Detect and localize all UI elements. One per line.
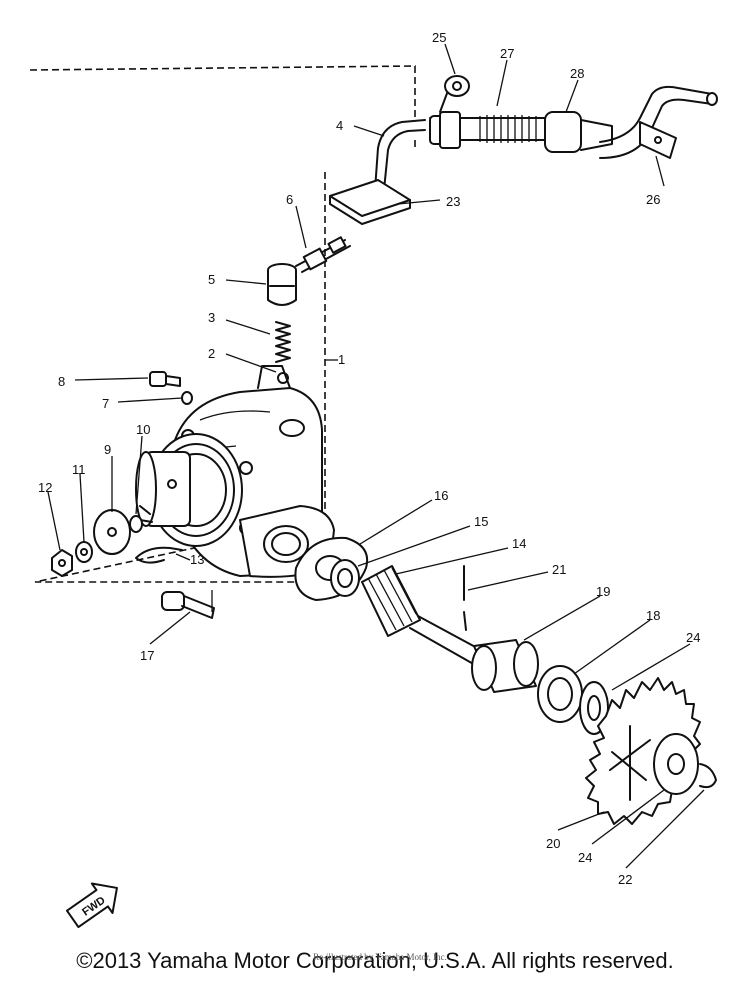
callout-13: 13 <box>190 552 204 567</box>
callout-14: 14 <box>512 536 526 551</box>
callout-11: 11 <box>72 462 86 477</box>
fwd-arrow-icon: FWD <box>65 882 118 929</box>
callout-22: 22 <box>618 872 632 887</box>
part-22-circlip <box>699 763 717 789</box>
watermark-text: Re-illustrated by Yamaha Motor, Inc. <box>313 952 447 962</box>
callout-17: 17 <box>140 648 154 663</box>
part-18-bearing <box>537 665 583 723</box>
callout-2: 2 <box>208 346 215 361</box>
part-8-screw <box>149 371 181 387</box>
callout-8: 8 <box>58 374 65 389</box>
callout-16: 16 <box>434 488 448 503</box>
callout-5: 5 <box>208 272 215 287</box>
part-3-spring <box>275 321 291 363</box>
part-26-pipe-bracket <box>599 85 718 159</box>
part-28-hose-clip <box>544 111 613 153</box>
part-24-washer-lower <box>653 733 699 795</box>
part-25-clamp <box>439 75 470 113</box>
part-11-washer <box>75 541 93 563</box>
callout-4: 4 <box>336 118 343 133</box>
callout-20: 20 <box>546 836 560 851</box>
callout-27: 27 <box>500 46 514 61</box>
callout-24-lower: 24 <box>578 850 592 865</box>
callout-9: 9 <box>104 442 111 457</box>
callout-24-upper: 24 <box>686 630 700 645</box>
part-13-clip <box>135 546 183 564</box>
callout-7: 7 <box>102 396 109 411</box>
callout-12: 12 <box>38 480 52 495</box>
callout-25: 25 <box>432 30 446 45</box>
part-6-banjo-bolt <box>295 236 351 273</box>
callout-10: 10 <box>136 422 150 437</box>
part-23-gasket <box>329 179 411 225</box>
callout-23: 23 <box>446 194 460 209</box>
part-15-oil-seal <box>330 559 360 597</box>
part-19-bushing <box>471 639 539 693</box>
callout-18: 18 <box>646 608 660 623</box>
leader-lines <box>47 43 705 869</box>
part-14-drive-shaft <box>361 565 493 671</box>
callout-21: 21 <box>552 562 566 577</box>
part-17-bolt <box>161 591 215 619</box>
part-27-oil-hose <box>429 111 546 149</box>
part-4-delivery-pipe <box>374 119 426 191</box>
part-21-pin <box>463 565 467 631</box>
callout-6: 6 <box>286 192 293 207</box>
copyright-notice: ©2013 Yamaha Motor Corporation, U.S.A. A… <box>76 948 674 973</box>
callout-3: 3 <box>208 310 215 325</box>
callout-1: 1 <box>338 352 345 367</box>
part-12-nut <box>51 549 73 577</box>
callout-28: 28 <box>570 66 584 81</box>
callout-26: 26 <box>646 192 660 207</box>
callout-19: 19 <box>596 584 610 599</box>
part-5-plug <box>267 263 297 306</box>
oil-pump-body <box>135 365 335 578</box>
callout-15: 15 <box>474 514 488 529</box>
part-10-washer <box>129 515 143 533</box>
assembly-boundary-dashed <box>29 65 416 583</box>
part-7-washer <box>181 391 193 405</box>
part-9-plate <box>93 509 131 555</box>
